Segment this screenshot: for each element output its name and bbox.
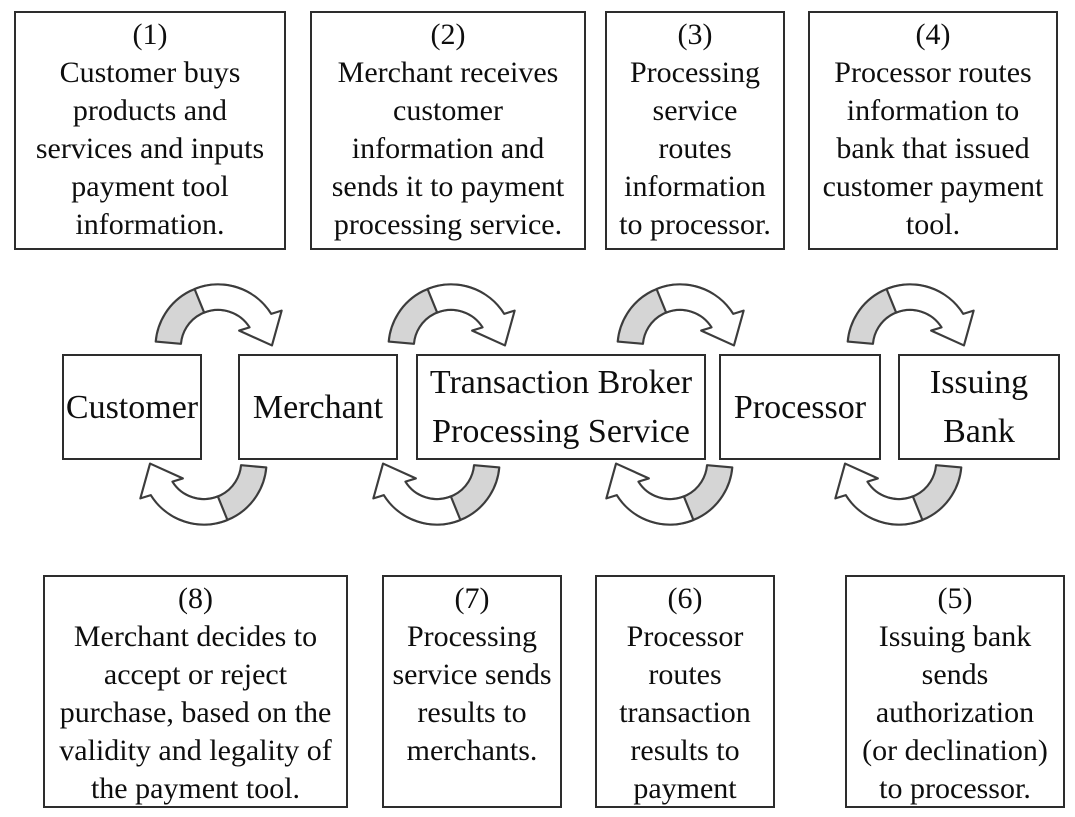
entity-label: Customer bbox=[65, 388, 199, 426]
step-number: (8) bbox=[178, 582, 213, 615]
entity-label: Processor bbox=[733, 388, 867, 426]
step-box-3: (3) Processing service routes informatio… bbox=[605, 11, 785, 250]
entity-box-issuing-bank: Issuing Bank bbox=[898, 354, 1060, 460]
step-text: Issuing bank sends authorization (or dec… bbox=[862, 620, 1048, 805]
step-text: Processor routes information to bank tha… bbox=[822, 56, 1044, 241]
entity-label: Issuing Bank bbox=[929, 364, 1029, 450]
step-text: Merchant decides to accept or reject pur… bbox=[59, 620, 332, 805]
step-number: (5) bbox=[937, 582, 973, 615]
entity-box-merchant: Merchant bbox=[238, 354, 398, 460]
curved-arrow-forward-icon bbox=[616, 283, 745, 347]
step-number: (7) bbox=[454, 582, 490, 615]
curved-arrow-forward-icon bbox=[154, 283, 283, 347]
curved-arrow-return-icon bbox=[372, 462, 501, 526]
step-text: Processing service routes information to… bbox=[619, 56, 771, 241]
step-box-8: (8) Merchant decides to accept or reject… bbox=[43, 575, 348, 808]
entity-label: Merchant bbox=[252, 388, 384, 426]
step-number: (3) bbox=[677, 18, 713, 51]
step-number: (1) bbox=[132, 18, 168, 51]
entity-box-customer: Customer bbox=[62, 354, 202, 460]
step-box-1: (1) Customer buys products and services … bbox=[14, 11, 286, 250]
step-box-7: (7) Processing service sends results to … bbox=[382, 575, 562, 808]
step-text: Processing service sends results to merc… bbox=[392, 620, 552, 767]
curved-arrow-forward-icon bbox=[846, 283, 975, 347]
step-text: Processor routes transaction results to … bbox=[619, 620, 751, 805]
step-text: Customer buys products and services and … bbox=[35, 56, 265, 241]
entity-box-processor: Processor bbox=[719, 354, 881, 460]
entity-label: Transaction Broker Processing Service bbox=[429, 364, 693, 450]
step-number: (2) bbox=[430, 18, 466, 51]
step-text: Merchant receives customer information a… bbox=[331, 56, 565, 241]
step-box-6: (6) Processor routes transaction results… bbox=[595, 575, 775, 808]
step-number: (4) bbox=[915, 18, 951, 51]
step-box-5: (5) Issuing bank sends authorization (or… bbox=[845, 575, 1065, 808]
curved-arrow-return-icon bbox=[605, 462, 734, 526]
step-box-4: (4) Processor routes information to bank… bbox=[808, 11, 1058, 250]
step-box-2: (2) Merchant receives customer informati… bbox=[310, 11, 586, 250]
curved-arrow-return-icon bbox=[139, 462, 268, 526]
step-number: (6) bbox=[667, 582, 703, 615]
curved-arrow-return-icon bbox=[834, 462, 963, 526]
curved-arrow-forward-icon bbox=[387, 283, 516, 347]
entity-box-transaction-broker: Transaction Broker Processing Service bbox=[416, 354, 706, 460]
